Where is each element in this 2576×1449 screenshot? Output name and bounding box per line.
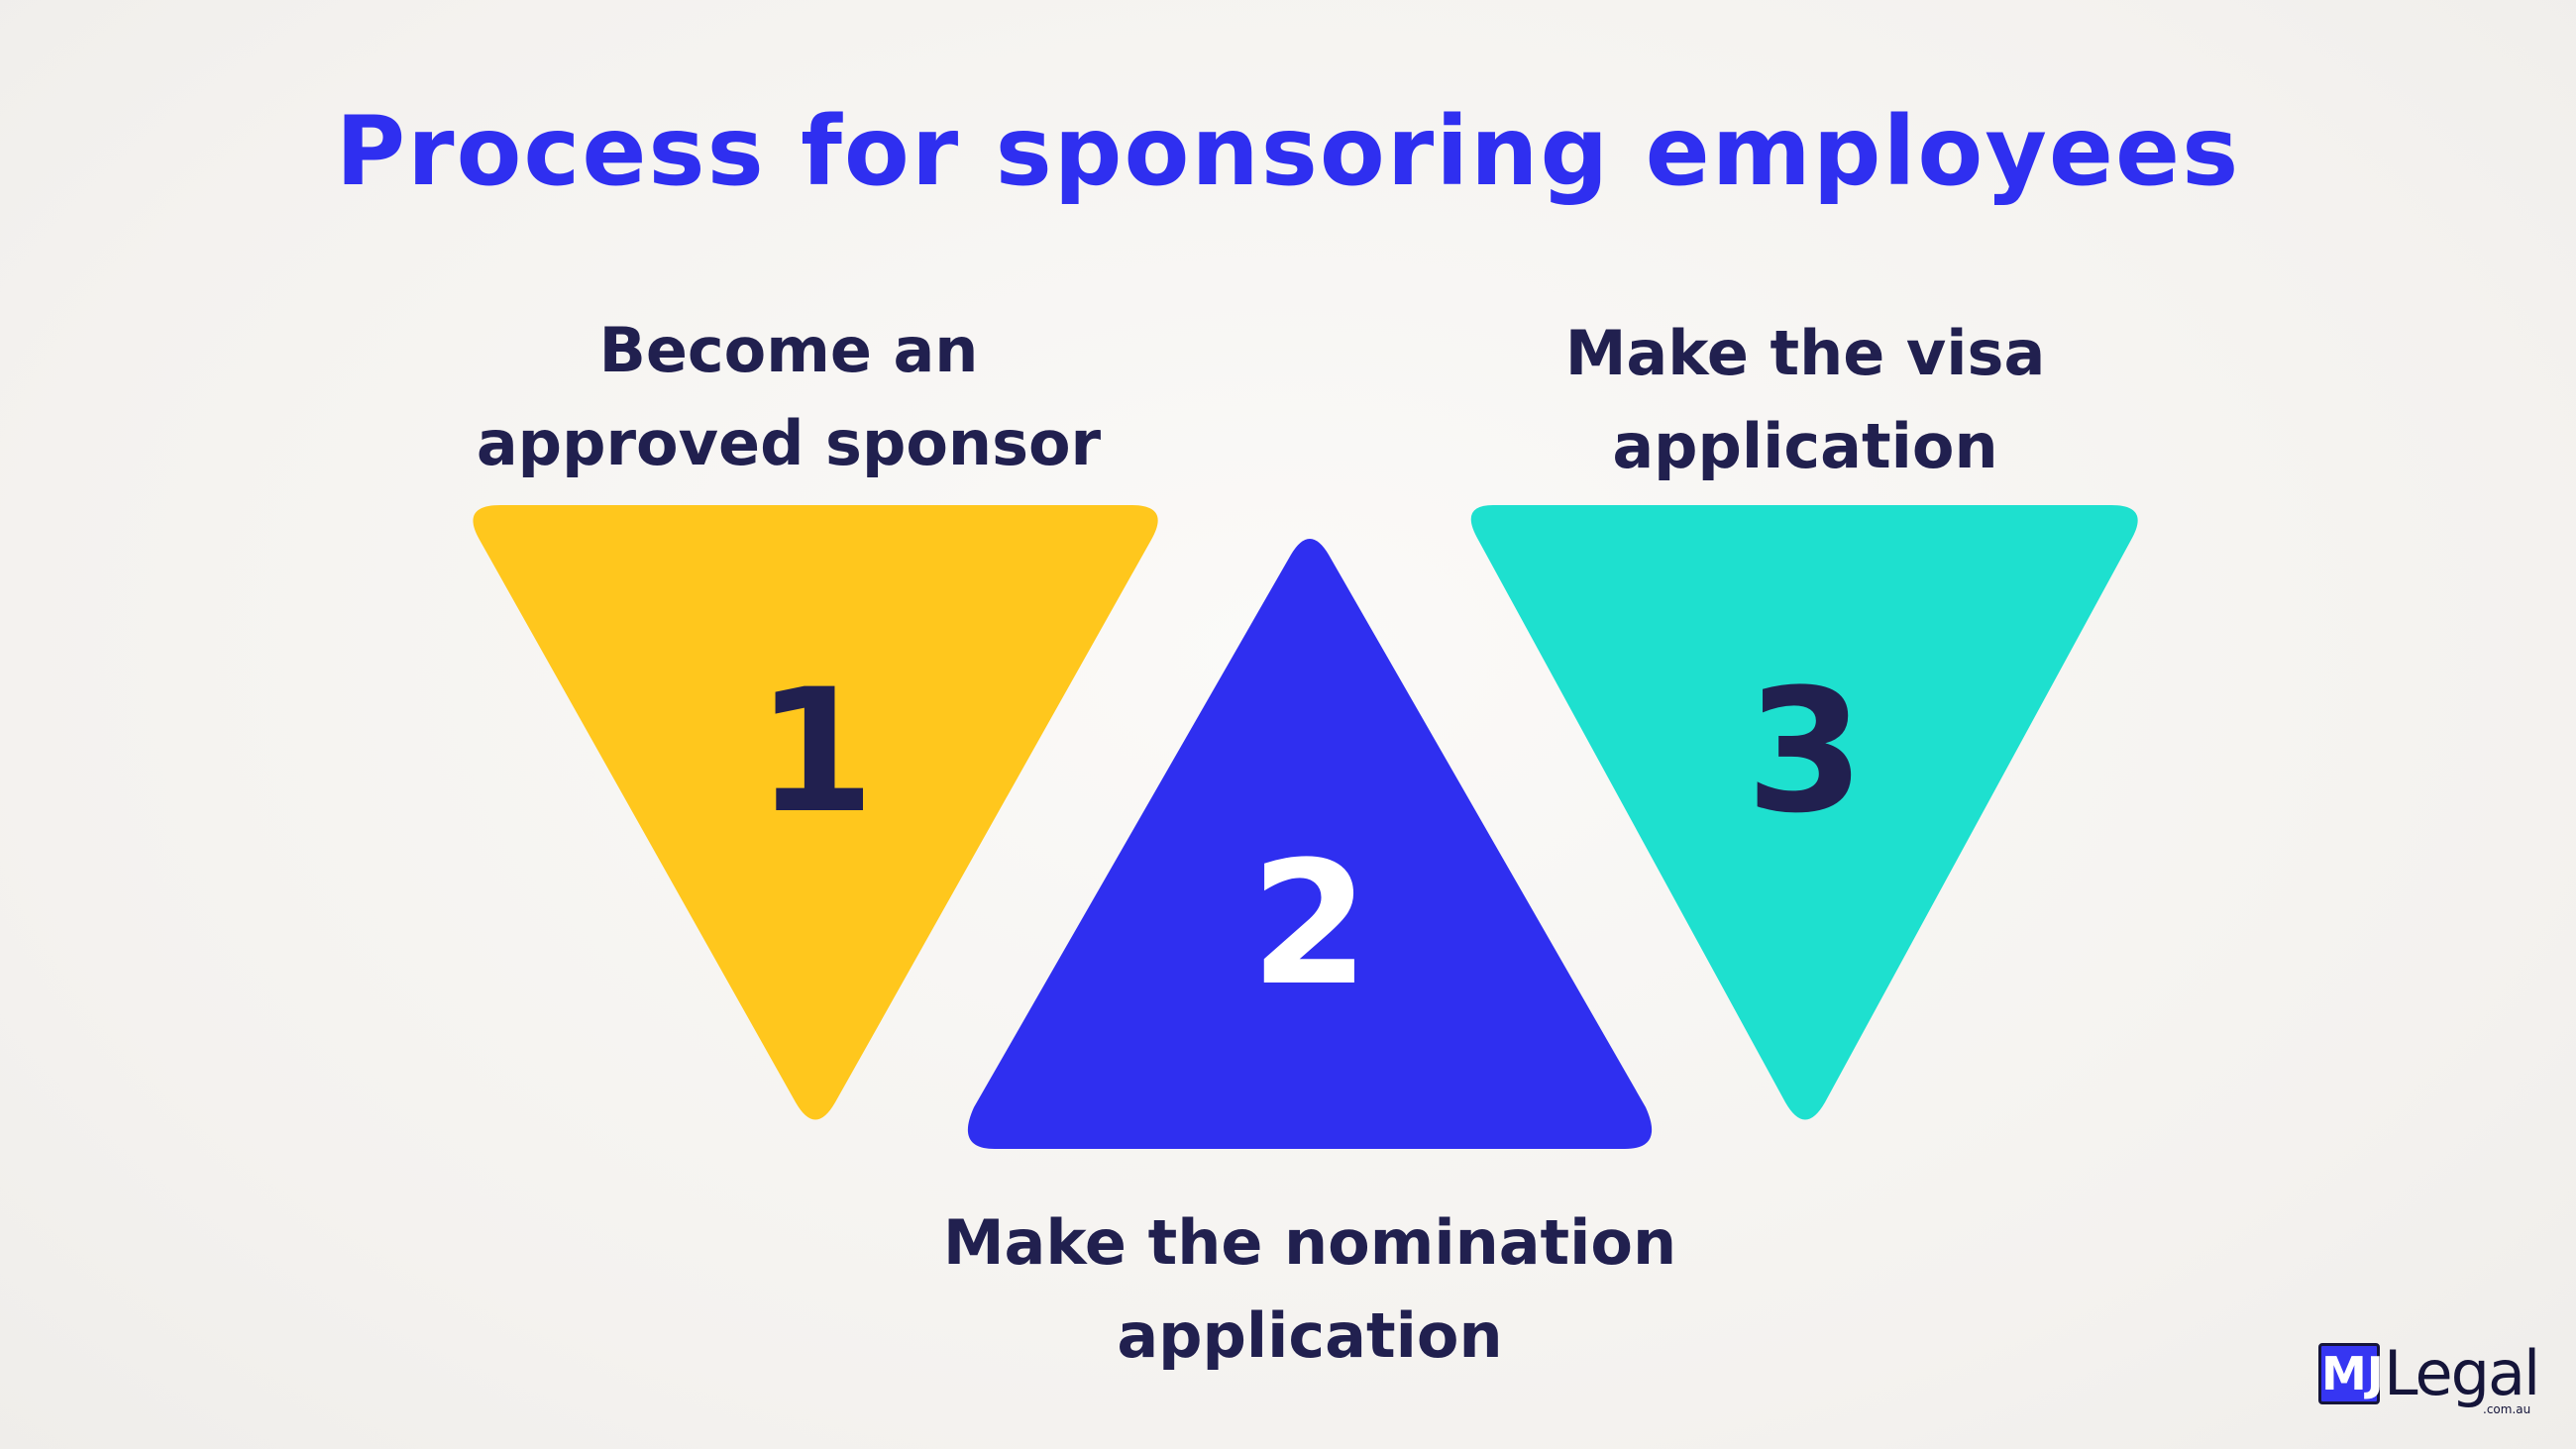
step-2-triangle	[967, 539, 1653, 1149]
step-1-label-line-2: approved sponsor	[476, 407, 1102, 479]
logo-domain: .com.au	[2483, 1402, 2531, 1416]
brand-logo: MJ Legal .com.au	[2318, 1339, 2556, 1418]
logo-mark: MJ	[2318, 1343, 2384, 1404]
step-2-label-line-2: application	[1117, 1299, 1503, 1372]
step-3-triangle	[1470, 505, 2138, 1120]
step-1-triangle	[473, 505, 1158, 1120]
page-title: Process for sponsoring employees	[335, 96, 2241, 207]
logo-wordmark: Legal	[2384, 1337, 2540, 1409]
step-3-label: Make the visa application	[1409, 307, 2201, 493]
step-2-label-line-1: Make the nomination	[942, 1206, 1677, 1279]
step-1-number: 1	[756, 652, 875, 851]
step-2-label: Make the nomination application	[913, 1196, 1706, 1383]
step-3-label-line-2: application	[1612, 410, 1998, 482]
step-1-label-line-1: Become an	[598, 314, 979, 386]
step-1-label: Become an approved sponsor	[392, 304, 1185, 490]
step-3-number: 3	[1746, 652, 1865, 851]
step-2-number: 2	[1250, 824, 1369, 1023]
step-3-label-line-1: Make the visa	[1564, 317, 2046, 389]
